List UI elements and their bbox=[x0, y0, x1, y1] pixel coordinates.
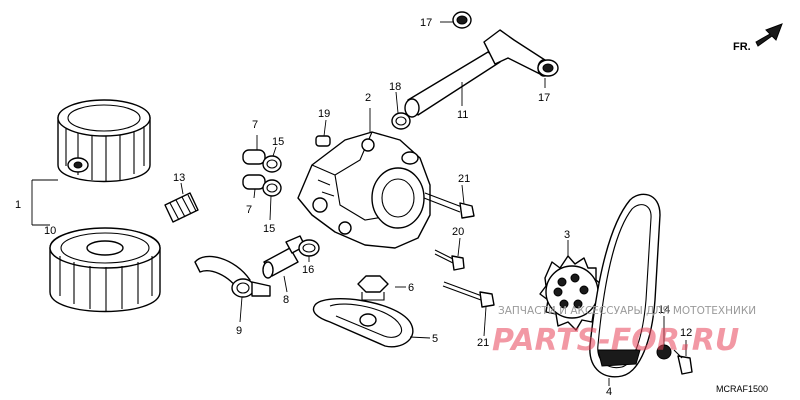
part-number-4: 4 bbox=[606, 386, 612, 398]
flange-bolt-lower-drawing bbox=[442, 281, 495, 308]
flange-bolt-upper-drawing bbox=[423, 192, 475, 219]
part-number-6: 6 bbox=[408, 282, 414, 294]
part-number-13: 13 bbox=[173, 172, 185, 184]
o-ring-17-lower-drawing bbox=[537, 59, 559, 77]
oil-strainer-drawing bbox=[312, 298, 414, 348]
oil-strainer-pipe-drawing bbox=[194, 255, 271, 298]
part-number-11: 11 bbox=[457, 109, 468, 121]
part-number-15-lower: 15 bbox=[263, 223, 275, 235]
joint-pipe-drawing bbox=[262, 235, 306, 279]
part-number-8: 8 bbox=[283, 294, 289, 306]
part-number-16: 16 bbox=[302, 264, 314, 276]
diagram-code: MCRAF1500 bbox=[716, 384, 768, 394]
oil-bolt-cap-drawing bbox=[357, 275, 389, 301]
dowel-collars-drawing bbox=[242, 149, 282, 197]
oil-pump-body-drawing bbox=[297, 131, 431, 249]
watermark-tagline: ЗАПЧАСТИ И АКСЕССУАРЫ ДЛЯ МОТОТЕХНИКИ bbox=[498, 305, 756, 317]
part-number-18: 18 bbox=[389, 81, 401, 93]
watermark-logo-text: PARTS-FOR.RU bbox=[492, 323, 739, 358]
part-number-14: 14 bbox=[658, 304, 670, 316]
flange-bolt-20-drawing bbox=[434, 249, 465, 271]
sprocket-drawing bbox=[539, 255, 604, 331]
o-ring-16-drawing bbox=[298, 239, 320, 257]
part-number-10: 10 bbox=[44, 225, 56, 237]
dowel-pin-drawing bbox=[315, 135, 331, 147]
part-number-3: 3 bbox=[564, 229, 570, 241]
o-ring-17-upper-drawing bbox=[452, 11, 472, 29]
part-number-5: 5 bbox=[432, 333, 438, 345]
watermark: ЗАПЧАСТИ И АКСЕССУАРЫ ДЛЯ МОТОТЕХНИКИ PA… bbox=[492, 305, 756, 358]
oil-filter-element-drawing bbox=[49, 227, 161, 313]
relief-spring-drawing bbox=[164, 192, 199, 223]
oil-filter-cartridge-drawing bbox=[57, 99, 151, 183]
part-number-labels: 1 2 3 4 5 6 7 7 8 9 10 11 12 13 14 15 15… bbox=[15, 17, 692, 398]
part-number-1: 1 bbox=[15, 199, 21, 211]
leader-lines bbox=[180, 21, 687, 386]
front-direction-label: FR. bbox=[733, 41, 751, 53]
part-number-12: 12 bbox=[680, 327, 692, 339]
part-number-7-lower: 7 bbox=[246, 204, 252, 216]
drive-chain-drawing bbox=[589, 193, 661, 378]
part-number-17-upper: 17 bbox=[420, 17, 432, 29]
part-number-15-upper: 15 bbox=[272, 136, 284, 148]
front-direction-arrow-icon: FR. bbox=[733, 23, 783, 53]
part-number-7-upper: 7 bbox=[252, 119, 258, 131]
sprocket-bolt-drawing bbox=[673, 349, 693, 375]
part-number-19: 19 bbox=[318, 108, 330, 120]
o-ring-18-drawing bbox=[391, 112, 411, 130]
part-number-21-upper: 21 bbox=[458, 173, 470, 185]
oil-pipe-drawing bbox=[404, 29, 551, 118]
part-number-17-lower: 17 bbox=[538, 92, 550, 104]
part-number-21-lower: 21 bbox=[477, 337, 489, 349]
part-number-20: 20 bbox=[452, 226, 464, 238]
part-number-2: 2 bbox=[365, 92, 371, 104]
part-number-9: 9 bbox=[236, 325, 242, 337]
